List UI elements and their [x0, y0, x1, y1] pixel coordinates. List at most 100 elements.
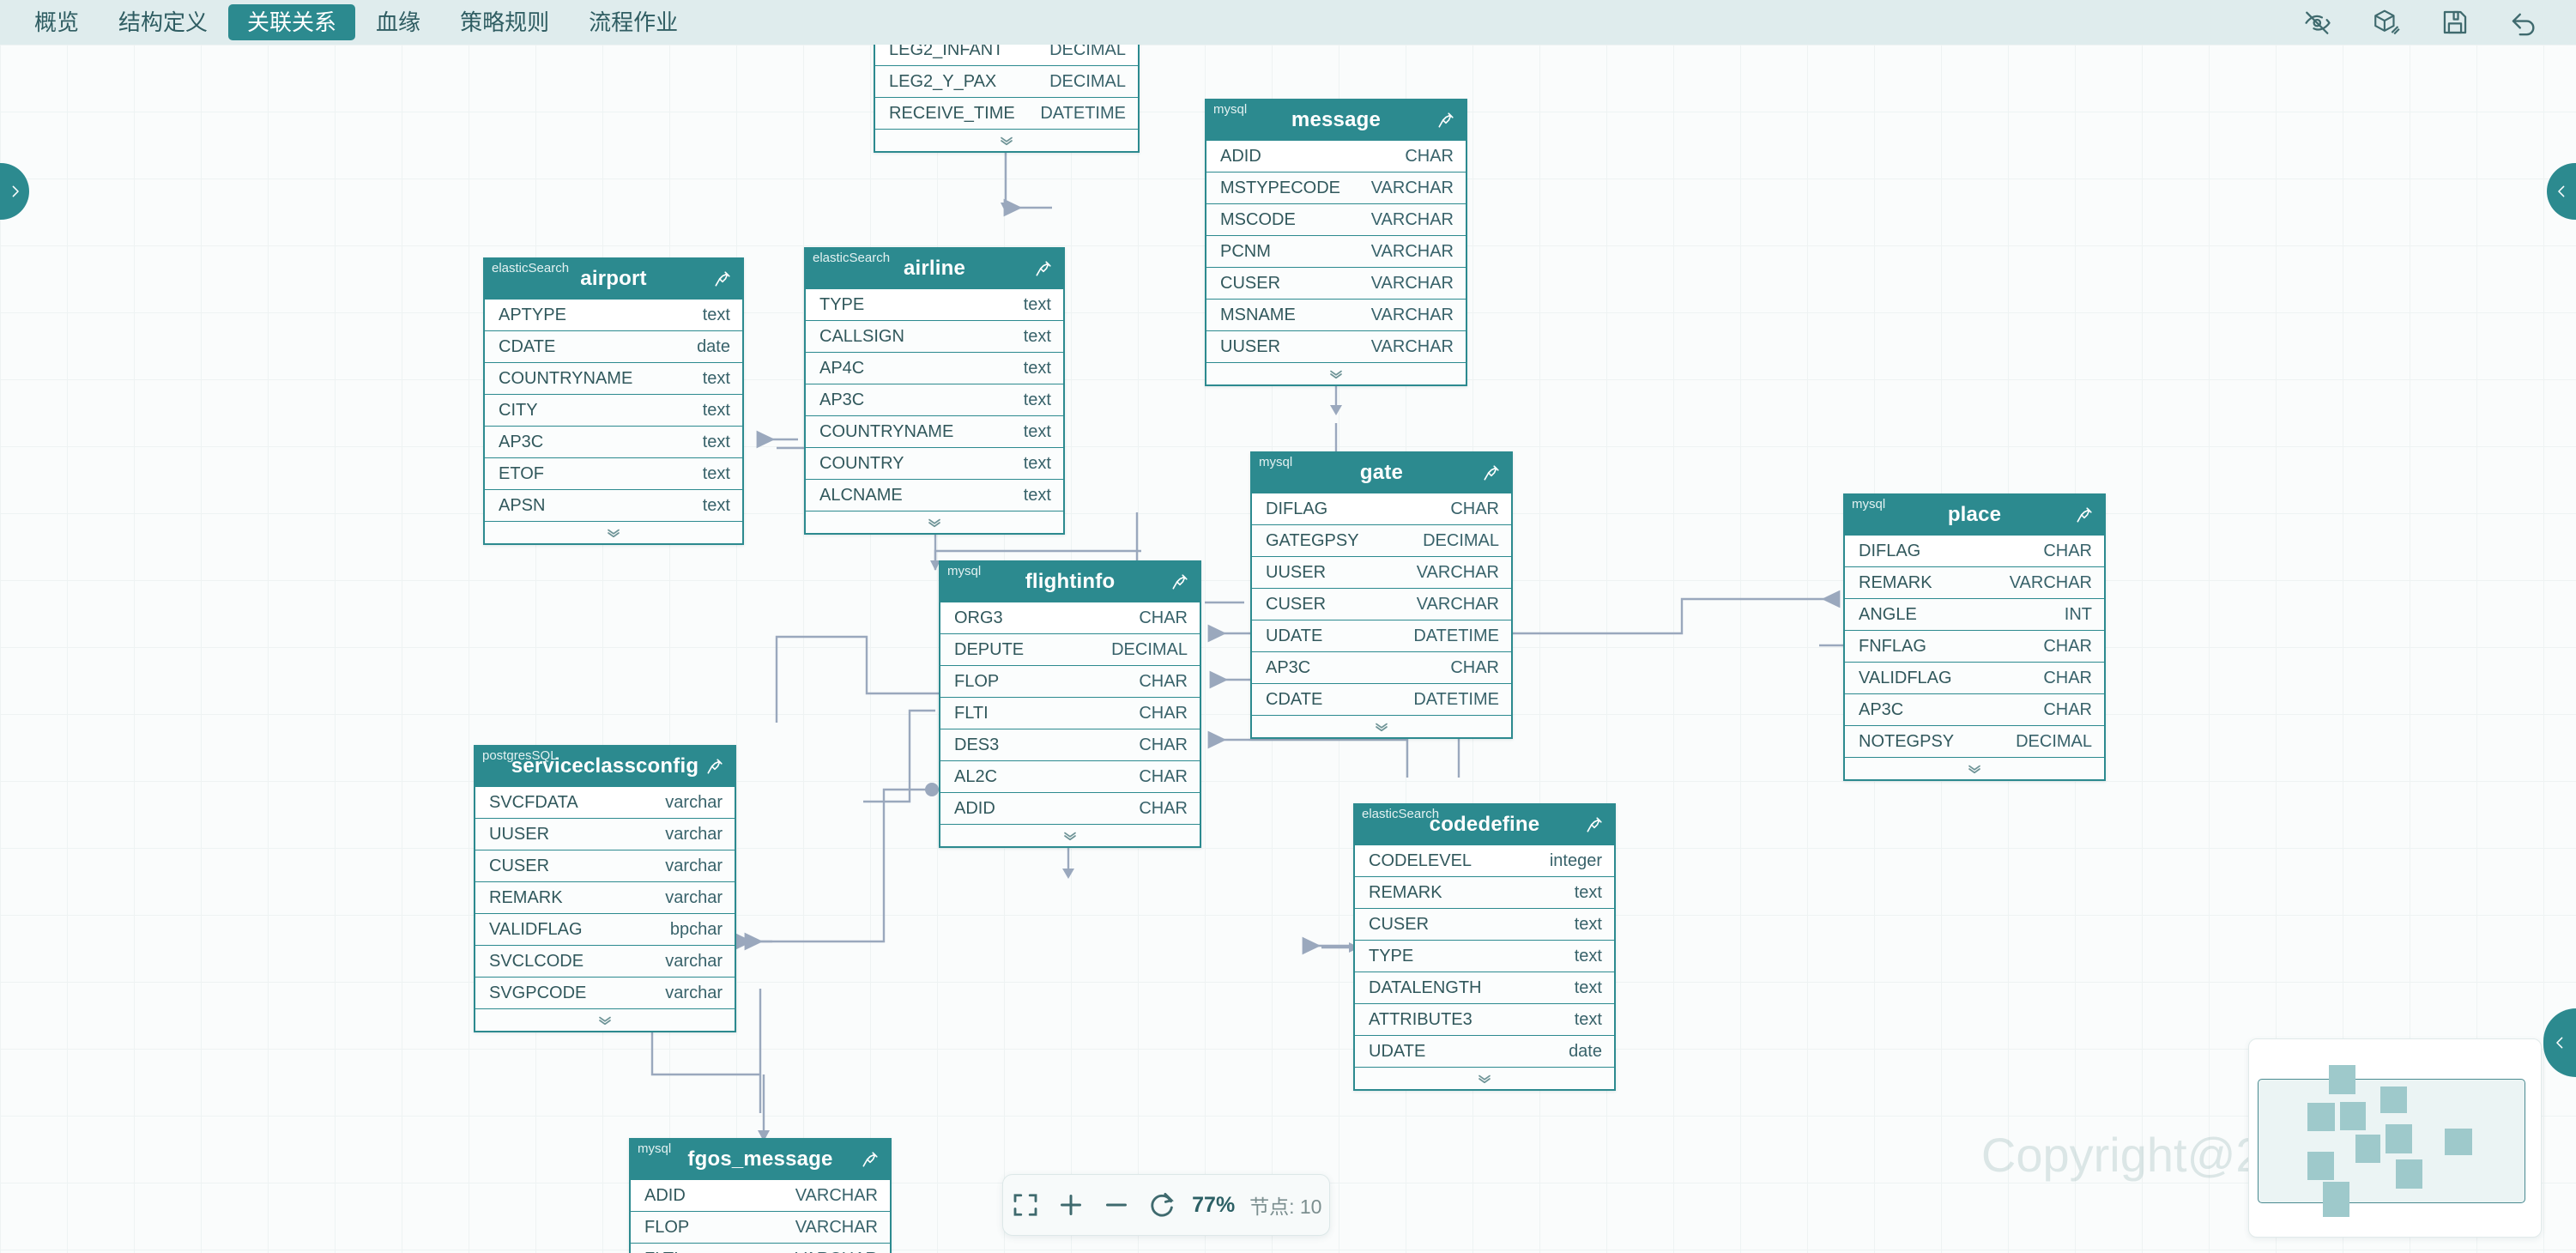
entity-node-partial-top[interactable]: IATA_CVARCHARLEG2_INFANTDECIMALLEG2_Y_PA…	[874, 45, 1140, 153]
expand-more-icon[interactable]	[485, 521, 742, 543]
pin-icon[interactable]	[705, 757, 724, 776]
cube-3d-icon[interactable]	[2372, 8, 2401, 37]
tab-policy-rules[interactable]: 策略规则	[460, 9, 550, 35]
table-row[interactable]: FLTIVARCHAR	[631, 1243, 890, 1253]
pin-icon[interactable]	[861, 1150, 880, 1169]
pin-icon[interactable]	[2075, 505, 2094, 524]
er-diagram-canvas[interactable]: IATA_CVARCHARLEG2_INFANTDECIMALLEG2_Y_PA…	[0, 45, 2576, 1253]
tab-structure-definition[interactable]: 结构定义	[118, 9, 209, 35]
pin-icon[interactable]	[1034, 259, 1053, 278]
expand-more-icon[interactable]	[475, 1008, 735, 1031]
zoom-in-button[interactable]	[1055, 1189, 1086, 1220]
undo-icon[interactable]	[2509, 8, 2538, 37]
minimap-panel[interactable]	[2248, 1038, 2542, 1238]
save-icon[interactable]	[2440, 8, 2470, 37]
expand-more-icon[interactable]	[875, 129, 1138, 151]
expand-more-icon[interactable]	[1252, 715, 1511, 737]
pin-icon[interactable]	[1436, 111, 1455, 130]
entity-node-fgos_message[interactable]: mysqlfgos_messageADIDVARCHARFLOPVARCHARF…	[629, 1138, 892, 1253]
tab-process-jobs[interactable]: 流程作业	[589, 9, 679, 35]
expand-more-icon[interactable]	[806, 511, 1063, 533]
expand-more-icon[interactable]	[1206, 362, 1466, 384]
eye-off-icon[interactable]	[2303, 8, 2332, 37]
tab-overview[interactable]: 概览	[34, 9, 80, 35]
refresh-icon[interactable]	[1146, 1189, 1177, 1220]
pin-icon[interactable]	[1482, 463, 1501, 482]
expand-more-icon[interactable]	[1845, 757, 2104, 779]
pin-icon[interactable]	[1170, 572, 1189, 591]
zoom-out-button[interactable]	[1101, 1189, 1132, 1220]
fit-screen-icon[interactable]	[1010, 1189, 1041, 1220]
tab-lineage[interactable]: 血缘	[376, 9, 421, 35]
